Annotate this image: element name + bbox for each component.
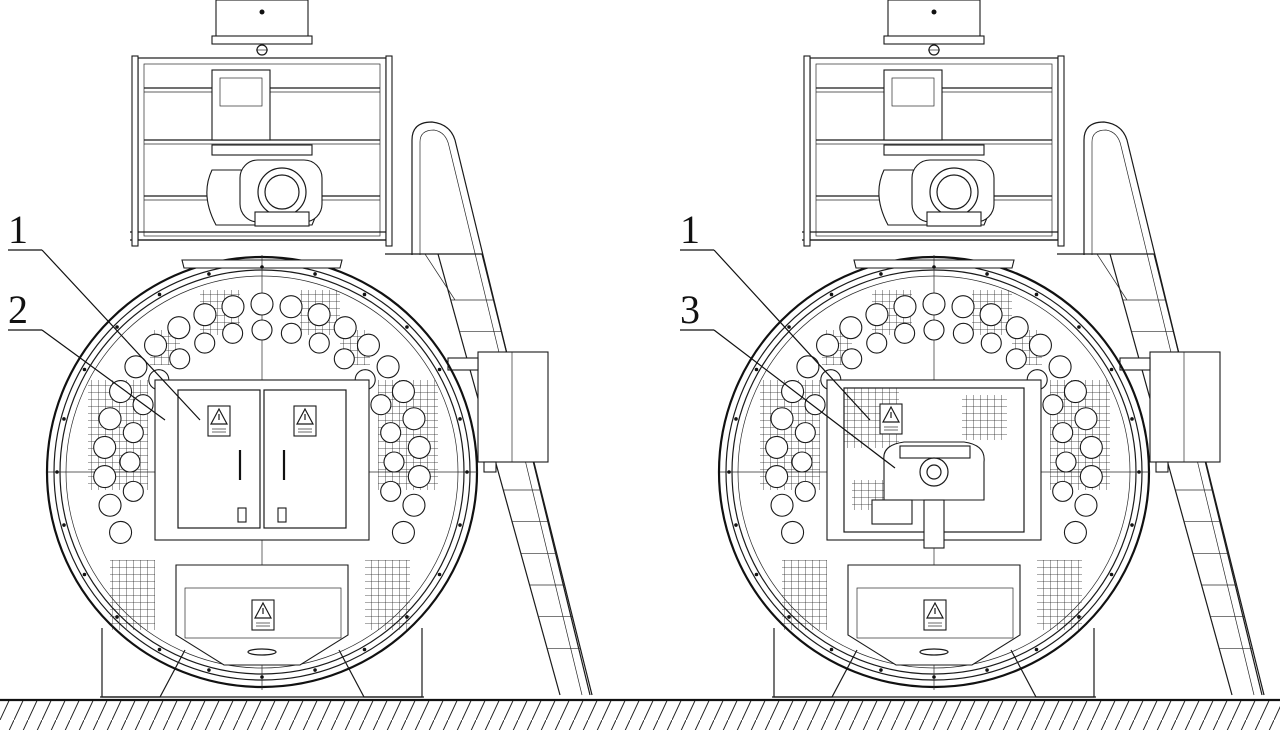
leader-1-right (713, 249, 871, 421)
callouts-left: 1 2 (8, 207, 201, 421)
platform-railing (802, 55, 1065, 247)
support-legs (772, 628, 1096, 698)
shell-bolts (55, 265, 469, 679)
exhaust-stack (211, 0, 313, 56)
view-left (45, 0, 593, 698)
callouts-right: 1 3 (680, 207, 896, 469)
boiler-shell (717, 255, 1151, 690)
front-door-open-burner (826, 379, 1042, 549)
warning-triangle-icon (207, 405, 231, 437)
junction-box (1119, 351, 1221, 473)
fire-tubes (765, 292, 1103, 544)
warning-triangle-icon (879, 403, 903, 435)
ground (0, 698, 1280, 730)
front-door-closed (154, 379, 370, 541)
leader-3-right (713, 329, 896, 469)
warning-triangle-icon (923, 599, 947, 631)
burner-fan (206, 159, 323, 227)
junction-box (447, 351, 549, 473)
support-legs (100, 628, 424, 698)
warning-triangle-icon (251, 599, 275, 631)
callout-1-right: 1 (680, 207, 700, 252)
shell-bolts (727, 265, 1141, 679)
burner-fan (878, 159, 995, 227)
leader-2-left (41, 329, 166, 421)
access-ladder (385, 121, 593, 696)
view-right (717, 0, 1265, 698)
ash-door (175, 564, 349, 666)
callout-3-right: 3 (680, 287, 700, 332)
warning-triangle-icon (293, 405, 317, 437)
exhaust-stack (883, 0, 985, 56)
callout-2-left: 2 (8, 287, 28, 332)
leader-1-left (41, 249, 201, 421)
callout-1-left: 1 (8, 207, 28, 252)
ash-door (847, 564, 1021, 666)
